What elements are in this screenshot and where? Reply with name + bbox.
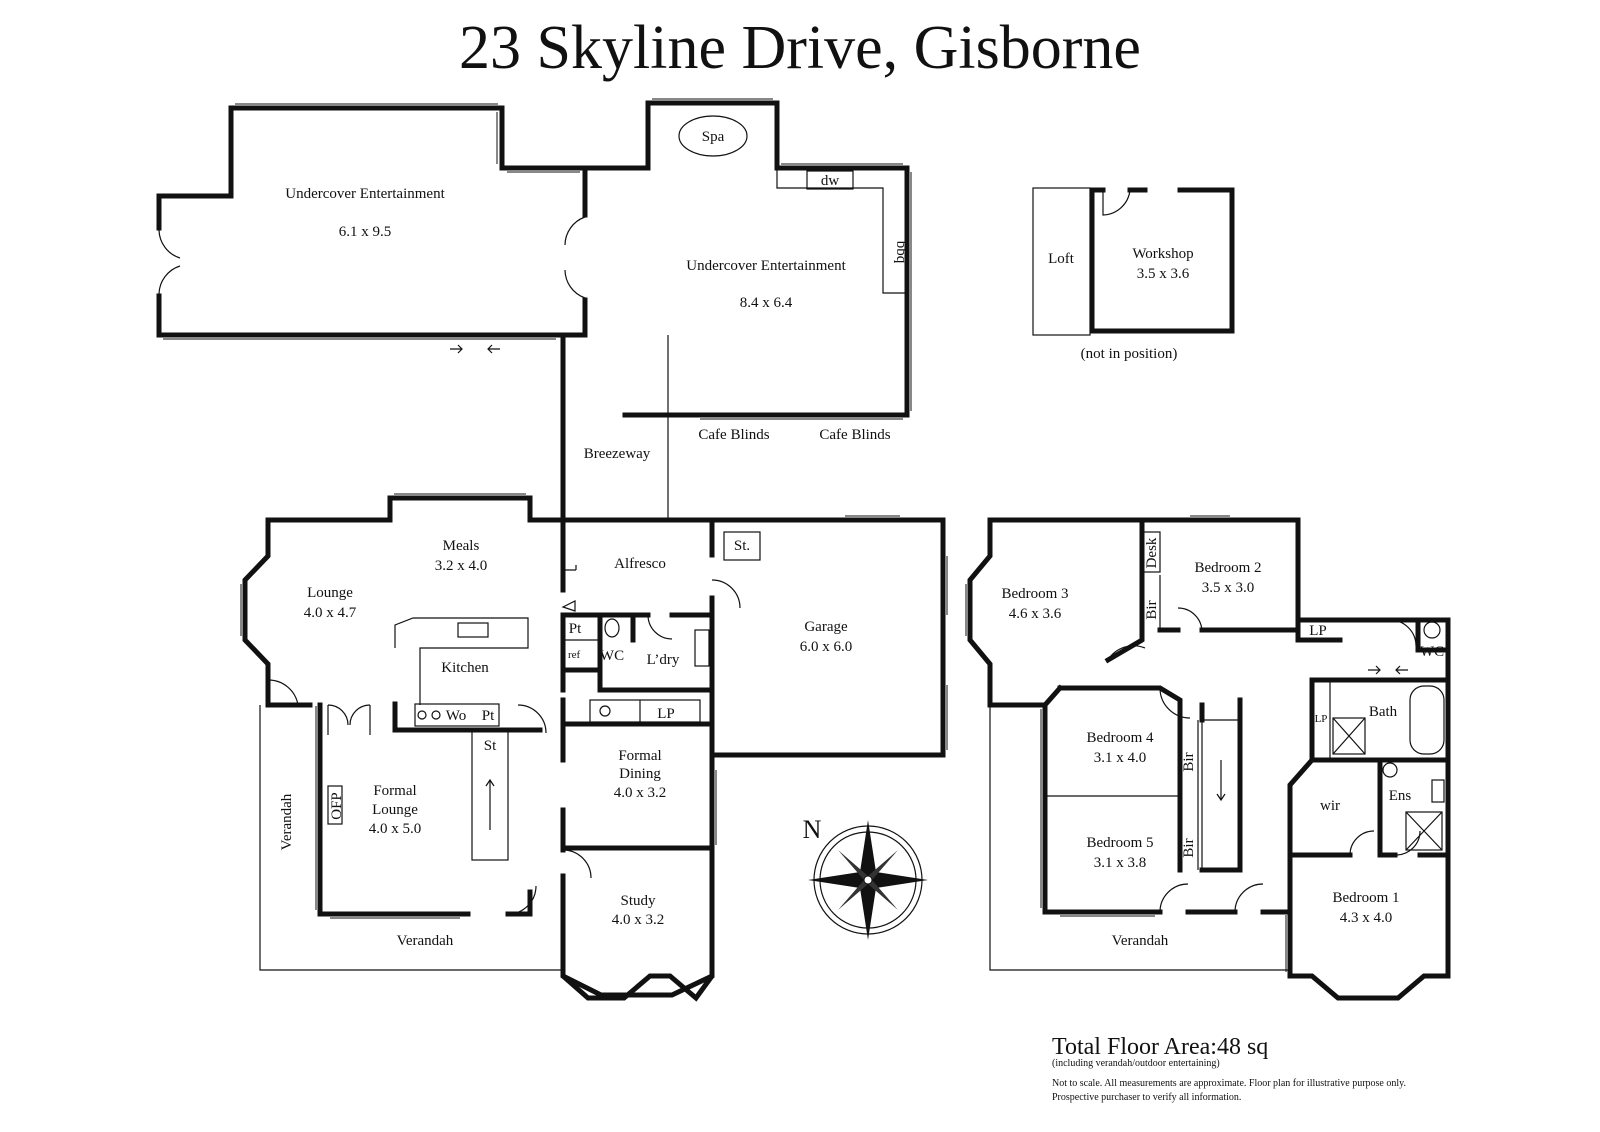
pantry-label-1: Pt: [569, 621, 582, 637]
bedroom-3-dim: 4.6 x 3.6: [1009, 606, 1062, 622]
wc-2-label: WC: [1420, 644, 1444, 660]
undercover-2-dim: 8.4 x 6.4: [740, 295, 793, 311]
workshop-dim: 3.5 x 3.6: [1137, 266, 1190, 282]
disclaimer-line-1: Not to scale. All measurements are appro…: [1052, 1078, 1406, 1089]
not-in-position-note: (not in position): [1081, 346, 1178, 362]
linen-press-3-label: LP: [1315, 713, 1328, 725]
bedroom-1-label: Bedroom 1: [1332, 890, 1399, 906]
disclaimer-line-2: Prospective purchaser to verify all info…: [1052, 1092, 1241, 1103]
bedroom-5-dim: 3.1 x 3.8: [1094, 855, 1147, 871]
garage: St. Garage 6.0 x 6.0: [709, 515, 948, 758]
formal-dining-label-2: Dining: [619, 766, 661, 782]
lounge-label: Lounge: [307, 585, 353, 601]
fireplace-label: OFP: [329, 792, 345, 820]
workshop-outbuilding: Loft Workshop 3.5 x 3.6 (not in position…: [1032, 187, 1235, 362]
compass-rose-icon: N: [803, 815, 928, 940]
lounge-dim: 4.0 x 4.7: [304, 605, 357, 621]
undercover-entertainment-2: Spa dw bbq Undercover Entertainment 8.4 …: [560, 98, 912, 523]
bedroom-4-dim: 3.1 x 4.0: [1094, 750, 1147, 766]
formal-lounge-dim: 4.0 x 5.0: [369, 821, 422, 837]
undercover-1-dim: 6.1 x 9.5: [339, 224, 392, 240]
area-includes-note: (including verandah/outdoor entertaining…: [1052, 1058, 1220, 1069]
verandah-front-label: Verandah: [397, 933, 454, 949]
meals-dim: 3.2 x 4.0: [435, 558, 488, 574]
compass-north-label: N: [803, 815, 822, 844]
breezeway-label: Breezeway: [584, 446, 651, 462]
formal-dining-dim: 4.0 x 3.2: [614, 785, 667, 801]
workshop-label: Workshop: [1132, 246, 1193, 262]
bedroom-2-dim: 3.5 x 3.0: [1202, 580, 1255, 596]
plan-title: 23 Skyline Drive, Gisborne: [459, 14, 1141, 82]
upper-floor-right: Desk Bir Bedroom 3 4.6 x 3.6 Bedroom 2 3…: [965, 515, 1451, 1001]
study-dim: 4.0 x 3.2: [612, 912, 665, 928]
stair-label: St: [484, 738, 497, 754]
wc-1-label: WC: [600, 648, 624, 664]
study-label: Study: [620, 893, 656, 909]
undercover-1-label: Undercover Entertainment: [285, 186, 445, 202]
garage-storage-label: St.: [734, 538, 750, 554]
garage-label: Garage: [804, 619, 848, 635]
verandah-side-label: Verandah: [279, 793, 295, 850]
bedroom-2-label: Bedroom 2: [1194, 560, 1261, 576]
undercover-entertainment-1: Undercover Entertainment 6.1 x 9.5: [156, 103, 588, 354]
bedroom-4-label: Bedroom 4: [1086, 730, 1154, 746]
desk-label: Desk: [1144, 537, 1160, 568]
cafe-blinds-2-label: Cafe Blinds: [819, 427, 890, 443]
pantry-label-2: Pt: [482, 708, 495, 724]
fridge-label: ref: [568, 649, 581, 661]
cafe-blinds-1-label: Cafe Blinds: [698, 427, 769, 443]
spa-label: Spa: [702, 129, 725, 145]
bath-label: Bath: [1369, 704, 1398, 720]
bir-3-label: Bir: [1181, 838, 1197, 857]
bedroom-3-label: Bedroom 3: [1001, 586, 1068, 602]
garage-dim: 6.0 x 6.0: [800, 639, 853, 655]
meals-label: Meals: [443, 538, 480, 554]
ground-floor-left: Wo Pt St OFP Verandah Verandah: [240, 493, 741, 1002]
bir-1-label: Bir: [1144, 600, 1160, 619]
dishwasher-label: dw: [821, 173, 840, 189]
laundry-label: L’dry: [647, 652, 680, 668]
total-floor-area: Total Floor Area:48 sq: [1052, 1034, 1268, 1060]
wall-oven-label: Wo: [446, 708, 466, 724]
ensuite-label: Ens: [1389, 788, 1412, 804]
loft-label: Loft: [1048, 251, 1075, 267]
footer-notes: Total Floor Area:48 sq (including verand…: [1052, 1034, 1406, 1103]
linen-press-1-label: LP: [657, 706, 675, 722]
formal-lounge-label-1: Formal: [373, 783, 416, 799]
verandah-upper-label: Verandah: [1112, 933, 1169, 949]
bedroom-5-label: Bedroom 5: [1086, 835, 1153, 851]
kitchen-label: Kitchen: [441, 660, 489, 676]
formal-lounge-label-2: Lounge: [372, 802, 418, 818]
walk-in-robe-label: wir: [1320, 798, 1340, 814]
bbq-label: bbq: [893, 241, 909, 264]
bir-2-label: Bir: [1181, 752, 1197, 771]
undercover-2-label: Undercover Entertainment: [686, 258, 846, 274]
alfresco-label: Alfresco: [614, 556, 666, 572]
linen-press-2-label: LP: [1309, 623, 1327, 639]
formal-dining-label-1: Formal: [618, 748, 661, 764]
bedroom-1-dim: 4.3 x 4.0: [1340, 910, 1393, 926]
